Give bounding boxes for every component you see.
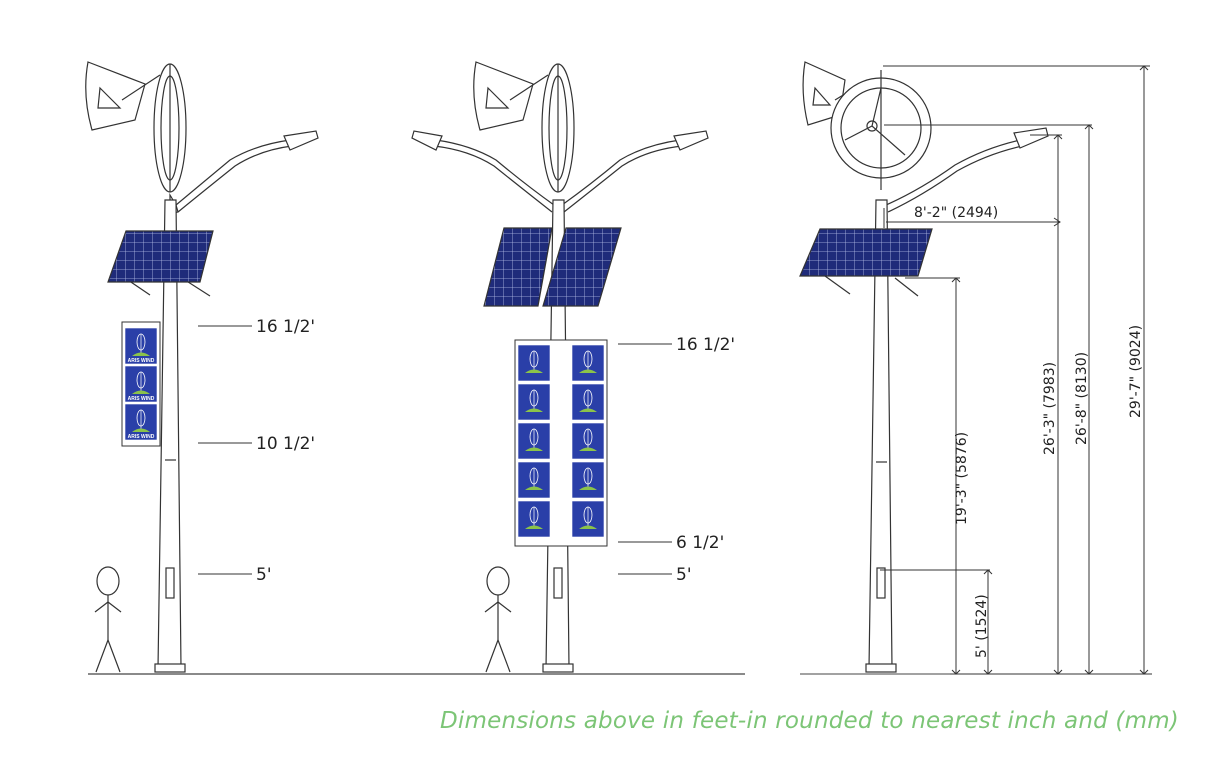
dim-label: 5' xyxy=(256,565,272,585)
dim-label-top: 29'-7" (9024) xyxy=(1128,325,1144,418)
turbine-tail xyxy=(85,61,146,131)
person-figure xyxy=(484,566,512,673)
dimensions-caption: Dimensions above in feet-in rounded to n… xyxy=(440,708,1179,734)
pole-3 xyxy=(802,61,1049,673)
banner-label: ARIS WIND xyxy=(128,358,155,364)
access-door xyxy=(553,567,563,599)
solar-panel xyxy=(799,228,933,277)
dim-label: 5' xyxy=(676,565,692,585)
turbine-tail xyxy=(473,61,534,131)
lamp-head xyxy=(283,130,319,151)
dim-label-lamp: 26'-3" (7983) xyxy=(1042,362,1058,455)
lamp-arm xyxy=(435,139,555,206)
solar-panel xyxy=(542,227,622,307)
dimension-lines xyxy=(880,65,1152,675)
dim-label-hub: 26'-8" (8130) xyxy=(1074,352,1090,445)
dim-label: 16 1/2' xyxy=(676,335,735,355)
banner-label: ARIS WIND xyxy=(128,396,155,402)
dim-label: 6 1/2' xyxy=(676,533,724,553)
person-figure xyxy=(94,566,122,673)
banner-label: ARIS WIND xyxy=(128,434,155,440)
lamp-arm xyxy=(175,139,291,206)
banner-set xyxy=(514,339,608,547)
dim-label: 10 1/2' xyxy=(256,434,315,454)
banner-set: ARIS WIND ARIS WIND ARIS WIND xyxy=(121,321,161,447)
solar-panel xyxy=(107,230,214,283)
lamp-head xyxy=(1013,127,1049,149)
lamp-head xyxy=(411,130,443,151)
pole-1 xyxy=(85,61,319,673)
dim-label-arm: 8'-2" (2494) xyxy=(914,205,998,221)
access-door xyxy=(165,567,175,599)
dim-label-panel: 19'-3" (5876) xyxy=(954,432,970,525)
dim-label: 16 1/2' xyxy=(256,317,315,337)
access-door xyxy=(876,567,886,599)
dim-label-door: 5' (1524) xyxy=(974,594,990,658)
solar-panel xyxy=(483,227,553,307)
lamp-head xyxy=(673,130,709,151)
lamp-arm xyxy=(885,139,1021,206)
lamp-arm xyxy=(561,139,681,206)
